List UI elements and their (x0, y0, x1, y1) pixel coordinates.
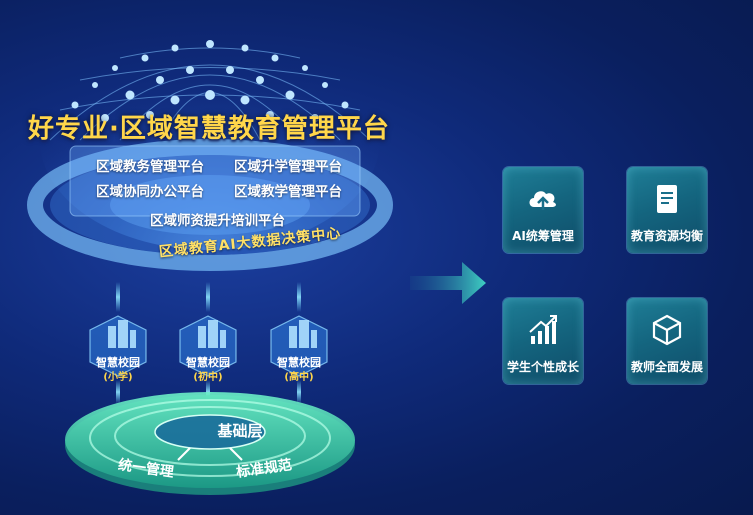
outcome-card: 教育资源均衡 (627, 167, 707, 253)
base-layer-title: 基础层 (217, 422, 263, 440)
campus-label: 智慧校园 (277, 356, 321, 369)
growth-chart-icon (529, 315, 557, 344)
cloud-upload-icon (529, 191, 556, 210)
page-title: 好专业·区域智慧教育管理平台 (28, 114, 390, 144)
platform-label: 区域教学管理平台 (234, 184, 342, 200)
platform-label: 区域协同办公平台 (96, 184, 204, 200)
campus-level: (高中) (284, 372, 314, 383)
campus-label: 智慧校园 (96, 356, 140, 369)
campus-level: (初中) (193, 372, 223, 383)
platform-label: 区域师资提升培训平台 (150, 213, 285, 229)
outcome-label: 教育资源均衡 (630, 229, 703, 243)
campus-level: (小学) (103, 372, 133, 383)
document-icon (657, 185, 677, 213)
cube-icon (652, 314, 682, 346)
platform-label: 区域教务管理平台 (96, 159, 204, 175)
campus-label: 智慧校园 (186, 356, 230, 369)
outcome-label: 教师全面发展 (630, 360, 703, 374)
outcome-label: 学生个性成长 (506, 360, 579, 374)
outcome-label: AI统筹管理 (512, 229, 574, 243)
outcome-card: 学生个性成长 (503, 298, 583, 384)
outcome-card: AI统筹管理 (503, 167, 583, 253)
outcome-card: 教师全面发展 (627, 298, 707, 384)
platform-label: 区域升学管理平台 (234, 159, 342, 175)
